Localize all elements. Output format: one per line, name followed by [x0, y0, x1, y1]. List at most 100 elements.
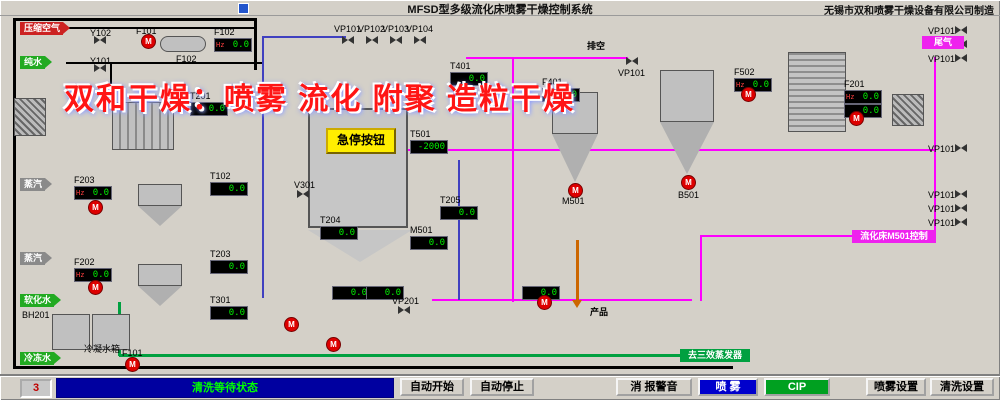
device-label: BH201 [22, 310, 50, 320]
pump-icon[interactable]: M [537, 295, 552, 310]
valve-icon[interactable] [366, 36, 378, 44]
valve-icon[interactable] [342, 36, 354, 44]
value-display-aux: 0.0 [332, 286, 370, 300]
device-label: T301 [210, 295, 231, 305]
device-label: B501 [678, 190, 700, 200]
value-display-T501: -2000 [410, 140, 448, 154]
value-display-aux: 0.0 [366, 286, 404, 300]
title-separator [0, 15, 1000, 16]
bottom-separator [0, 374, 1000, 377]
valve-icon[interactable] [626, 57, 638, 65]
pipe-drop [254, 18, 257, 70]
device-label: F401 [542, 77, 563, 87]
device-label: M501 [410, 225, 433, 235]
process-diagram: 急停按钮 双和干燥：喷雾 流化 附聚 造粒干燥 压缩空气纯水蒸汽蒸汽软化水冷冻水… [0, 16, 1000, 374]
button-clean-settings[interactable]: 清洗设置 [930, 378, 994, 396]
pipe-blue-right [458, 160, 460, 300]
device-label: F102 [214, 27, 235, 37]
pump-icon[interactable]: M [141, 34, 156, 49]
inlet-arrow-chilled-water: 冷冻水 [20, 352, 62, 365]
pipe-cip-mid [700, 235, 858, 237]
device-label: M501 [562, 196, 585, 206]
flag-product: 产品 [589, 307, 608, 317]
watermark-text: 双和干燥：喷雾 流化 附聚 造粒干燥 [64, 83, 576, 116]
device-label: VP101 [618, 68, 646, 78]
status-counter: 3 [20, 379, 52, 398]
device-label: VP103 [382, 24, 410, 34]
pump-icon[interactable]: M [849, 111, 864, 126]
button-auto-start[interactable]: 自动开始 [400, 378, 464, 396]
button-cip[interactable]: CIP [764, 378, 830, 396]
device-label: Y101 [90, 56, 112, 66]
valve-icon[interactable] [955, 204, 967, 212]
device-label: V301 [294, 180, 316, 190]
device-label: F203 [74, 175, 95, 185]
device-label: 冷凝水箱 [84, 344, 121, 354]
device-label: F201 [844, 79, 865, 89]
pipe-cip-vert [512, 57, 514, 302]
valve-icon[interactable] [955, 26, 967, 34]
device-label: VP101 [928, 26, 956, 36]
valve-icon[interactable] [955, 144, 967, 152]
device-label: T401 [450, 61, 471, 71]
inlet-arrow-soft-water: 软化水 [20, 294, 62, 307]
valve-icon[interactable] [398, 306, 410, 314]
pump-icon[interactable]: M [125, 357, 140, 372]
drying-chamber [308, 108, 408, 228]
pump-icon[interactable]: M [88, 200, 103, 215]
valve-icon[interactable] [414, 36, 426, 44]
device-label: VP101 [928, 218, 956, 228]
valve-icon[interactable] [955, 218, 967, 226]
device-label: T205 [440, 195, 461, 205]
pipe-cip-top [466, 57, 628, 59]
emergency-stop-button[interactable]: 急停按钮 [326, 128, 396, 154]
pump-icon[interactable]: M [568, 183, 583, 198]
button-spray-settings[interactable]: 喷雾设置 [866, 378, 926, 396]
pipe-cip-right [934, 57, 936, 235]
device-label: T201 [190, 91, 211, 101]
pipe-blue-vert [262, 36, 264, 298]
valve-icon[interactable] [297, 190, 309, 198]
filter-box-left [14, 98, 46, 136]
pump-icon[interactable]: M [681, 175, 696, 190]
pipe-air [66, 27, 256, 29]
app-icon [238, 3, 249, 14]
filter-box-right [892, 94, 924, 126]
pump-icon[interactable]: M [741, 87, 756, 102]
pipe-cip-midv [700, 235, 702, 301]
device-label: F202 [74, 257, 95, 267]
device-label: VP101 [928, 204, 956, 214]
valve-icon[interactable] [390, 36, 402, 44]
pipe-top [13, 18, 257, 21]
button-auto-stop[interactable]: 自动停止 [470, 378, 534, 396]
cyclone-b501 [660, 70, 714, 122]
button-spray[interactable]: 喷 雾 [698, 378, 758, 396]
valve-icon[interactable] [94, 64, 106, 72]
value-display-T301: 0.0 [210, 306, 248, 320]
valve-icon[interactable] [94, 36, 106, 44]
device-label: VP101 [928, 54, 956, 64]
pipe-bottom [13, 366, 733, 369]
value-display-T204: 0.0 [320, 226, 358, 240]
flag-fluidbed-control: 流化床M501控制 [852, 230, 936, 243]
value-display-T401: 0.0 [450, 72, 488, 86]
value-display-T205: 0.0 [440, 206, 478, 220]
title-bar: MFSD型多级流化床喷雾干燥控制系统 无锡市双和喷雾干燥设备有限公司制造 [0, 0, 1000, 17]
valve-icon[interactable] [955, 54, 967, 62]
valve-icon[interactable] [955, 190, 967, 198]
pump-icon[interactable]: M [326, 337, 341, 352]
device-label: F101 [136, 26, 157, 36]
pump-icon[interactable]: M [284, 317, 299, 332]
inlet-arrow-compressed-air: 压缩空气 [20, 22, 71, 35]
flag-to-evaporator: 去三效蒸发器 [680, 349, 750, 362]
pipe-main-left [13, 18, 16, 368]
button-mute-alarm[interactable]: 消 报警音 [616, 378, 692, 396]
pipe-water [66, 62, 262, 64]
pump-icon[interactable]: M [88, 280, 103, 295]
cyclone-m501 [552, 92, 598, 134]
